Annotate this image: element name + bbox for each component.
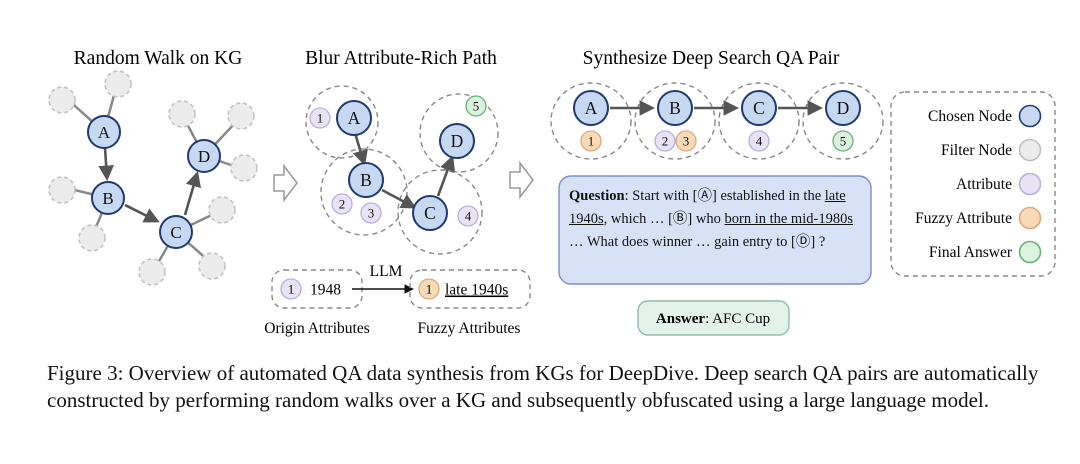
entity-mark-a: Ⓐ [697, 188, 713, 204]
figure-caption: Figure 3: Overview of automated QA data … [47, 361, 1039, 412]
legend-label: Chosen Node [928, 108, 1012, 125]
answer-label: Answer [656, 311, 706, 327]
chain-node-c-label: C [753, 98, 765, 118]
legend-swatch [1018, 104, 1042, 128]
question-box [558, 175, 872, 285]
chain-node-a-label: A [585, 98, 598, 118]
answer-text: Answer: AFC Cup [656, 311, 770, 327]
fuzzy-attributes-caption: Fuzzy Attributes [418, 320, 521, 337]
legend-box [890, 91, 1056, 277]
answer-value: : AFC Cup [705, 311, 770, 327]
origin-attributes-caption: Origin Attributes [264, 320, 369, 337]
question-part: … What does winner … gain entry to [ [569, 234, 796, 250]
blur-node-b-label: B [360, 170, 372, 190]
random-walk-title: Random Walk on KG [74, 48, 243, 69]
blur-attr-4: 4 [465, 209, 472, 224]
walk-node-a-label: A [98, 123, 111, 142]
origin-attr-index: 1 [288, 282, 295, 297]
chain-nodes [573, 90, 861, 126]
chain-attr-1: 1 [588, 134, 595, 149]
fuzzy-attribute-box [409, 269, 531, 309]
legend-label: Attribute [956, 176, 1012, 193]
blur-node-d-label: D [451, 131, 464, 151]
entity-mark-d: Ⓓ [795, 234, 811, 250]
synth-title: Synthesize Deep Search QA Pair [583, 48, 840, 69]
blur-node-c-label: C [424, 203, 436, 223]
question-text: Question: Start with [Ⓐ] established in … [559, 176, 871, 284]
flow-arrow-1 [273, 163, 298, 203]
fuzzy-phrase: late 1940s [569, 188, 846, 227]
fuzzy-attr-value: late 1940s [445, 282, 508, 299]
legend-swatch [1018, 240, 1042, 264]
blur-attr-5: 5 [473, 99, 480, 114]
question-part: ] established in the [712, 188, 825, 204]
chain-attr-3: 3 [683, 134, 690, 149]
chain-groups [550, 82, 884, 160]
filter-nodes [48, 70, 258, 286]
question-part: : Start with [ [624, 188, 698, 204]
blur-attributes [309, 95, 487, 227]
blur-nodes [336, 100, 475, 231]
blur-node-a-label: A [348, 108, 361, 128]
legend-swatch [1018, 172, 1042, 196]
blur-attr-1: 1 [317, 111, 324, 126]
flow-arrow-2 [509, 160, 534, 200]
question-part: ] who [687, 211, 725, 227]
question-part: , which … [ [603, 211, 673, 227]
legend-label: Fuzzy Attribute [915, 210, 1012, 227]
walk-node-c-label: C [170, 223, 181, 242]
fuzzy-attr-badge [418, 278, 440, 300]
entity-mark-b: Ⓑ [672, 211, 688, 227]
chain-attr-4: 4 [756, 134, 763, 149]
question-part: ] ? [810, 234, 826, 250]
llm-label: LLM [370, 263, 403, 280]
legend-label: Final Answer [929, 244, 1013, 261]
chain-node-b-label: B [669, 98, 681, 118]
blur-attr-2: 2 [339, 197, 346, 212]
blur-attr-3: 3 [368, 206, 375, 221]
blur-edges [352, 132, 456, 209]
walk-node-d-label: D [198, 147, 210, 166]
legend-swatch [1018, 206, 1042, 230]
origin-attr-badge [280, 278, 302, 300]
question-label: Question [569, 188, 625, 204]
blur-title: Blur Attribute-Rich Path [305, 48, 497, 69]
legend-label: Filter Node [941, 142, 1012, 159]
chain-attr-2: 2 [662, 134, 669, 149]
origin-attr-value: 1948 [310, 282, 341, 299]
answer-box [637, 300, 790, 336]
chain-attributes [580, 130, 854, 152]
fuzzy-attr-index: 1 [426, 282, 433, 297]
legend-swatch [1018, 138, 1042, 162]
chain-node-d-label: D [837, 98, 850, 118]
walk-node-b-label: B [102, 189, 113, 208]
chain-attr-5: 5 [840, 134, 847, 149]
fuzzy-phrase: born in the mid-1980s [724, 211, 853, 227]
walk-edges [98, 147, 201, 223]
walk-nodes [87, 115, 221, 249]
